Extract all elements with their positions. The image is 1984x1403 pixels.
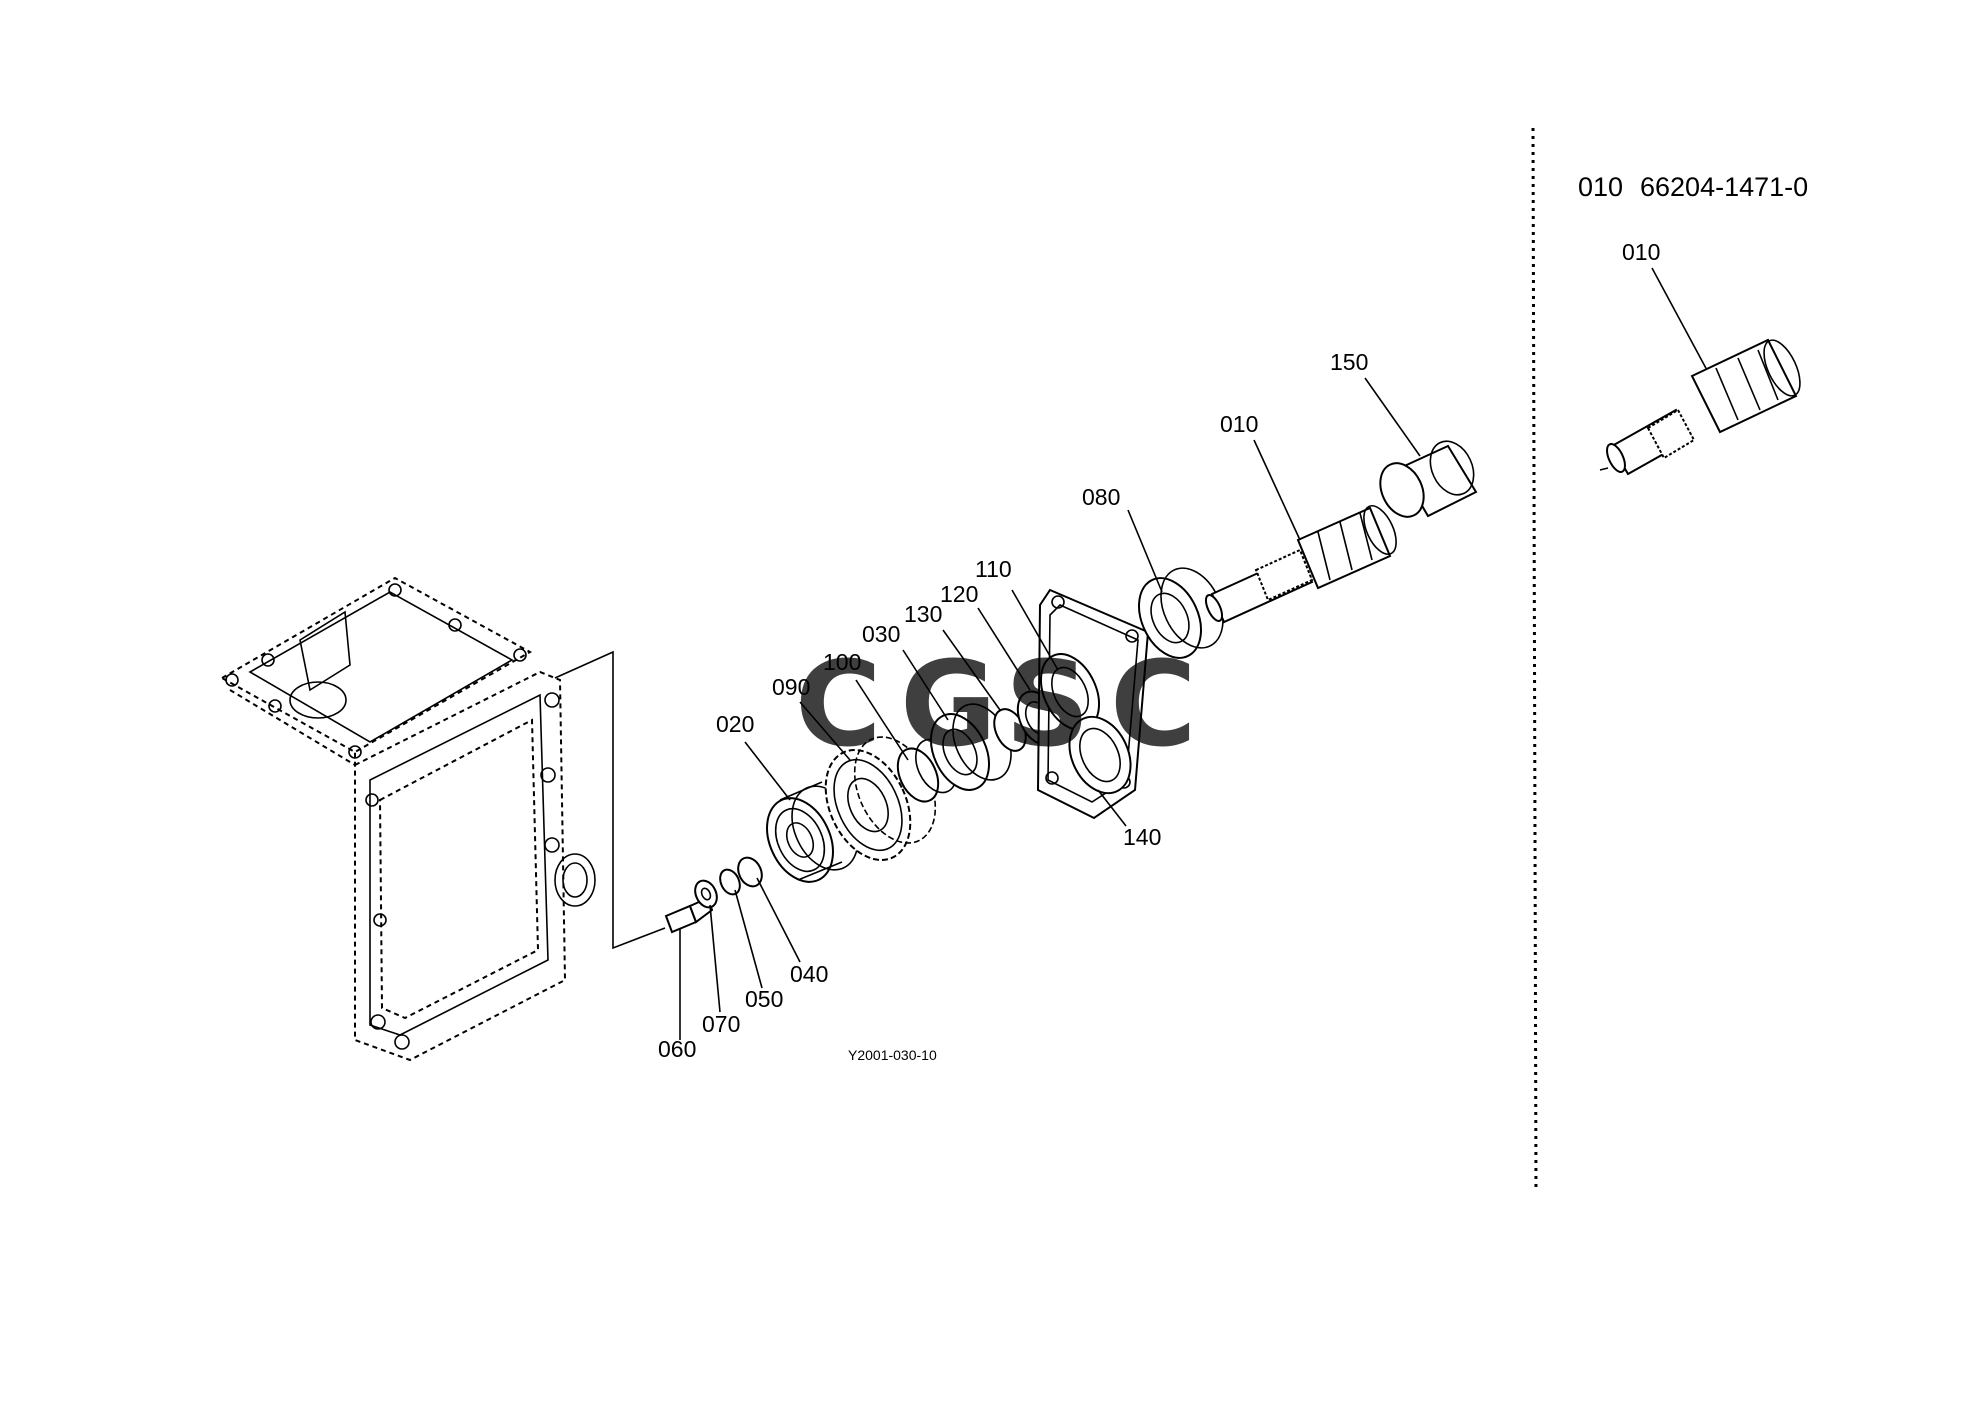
callout-110: 110	[975, 556, 1012, 582]
callout-100: 100	[823, 649, 861, 675]
part-140-oil-seal	[1068, 715, 1132, 795]
callout-labels: 010 020 030 040 050 060 070 080 090 100 …	[658, 349, 1368, 1062]
watermark-letter-4: C	[1110, 635, 1197, 773]
part-110-bearing	[1039, 653, 1101, 731]
side-panel: 010 66204-1471-0 010	[1578, 172, 1808, 476]
callout-130: 130	[904, 601, 942, 627]
callout-030: 030	[862, 621, 900, 647]
side-callout-010: 010	[1622, 239, 1660, 265]
watermark-letter-3: S	[1005, 635, 1090, 773]
callout-150: 150	[1330, 349, 1368, 375]
drawing-code: Y2001-030-10	[848, 1047, 937, 1063]
callout-120: 120	[940, 581, 978, 607]
callout-050: 050	[745, 986, 783, 1012]
callout-140: 140	[1123, 824, 1161, 850]
callout-070: 070	[702, 1011, 740, 1037]
part-entry-number: 66204-1471-0	[1640, 172, 1808, 202]
side-part-010-shaft	[1599, 338, 1801, 476]
part-020-bearing	[766, 781, 859, 883]
callout-060: 060	[658, 1036, 696, 1062]
watermark: C G S C	[795, 635, 1197, 773]
callout-080: 080	[1082, 484, 1120, 510]
assembly-leader-line	[554, 650, 666, 950]
callout-010: 010	[1220, 411, 1258, 437]
part-010-pto-shaft	[1204, 505, 1397, 624]
part-030-bearing	[929, 703, 1012, 791]
callout-040: 040	[790, 961, 828, 987]
watermark-letter-2: G	[900, 635, 997, 773]
panel-divider	[1531, 127, 1538, 1193]
transmission-housing	[219, 576, 596, 1062]
part-040-snap-ring	[737, 856, 763, 888]
callout-020: 020	[716, 711, 754, 737]
callout-090: 090	[772, 674, 810, 700]
part-entry-ref: 010	[1578, 172, 1623, 202]
part-070-washer	[694, 879, 718, 909]
watermark-letter-1: C	[795, 635, 882, 773]
part-150-sleeve	[1379, 440, 1478, 518]
leader-lines	[679, 377, 1421, 1040]
part-100-collar	[896, 738, 957, 803]
